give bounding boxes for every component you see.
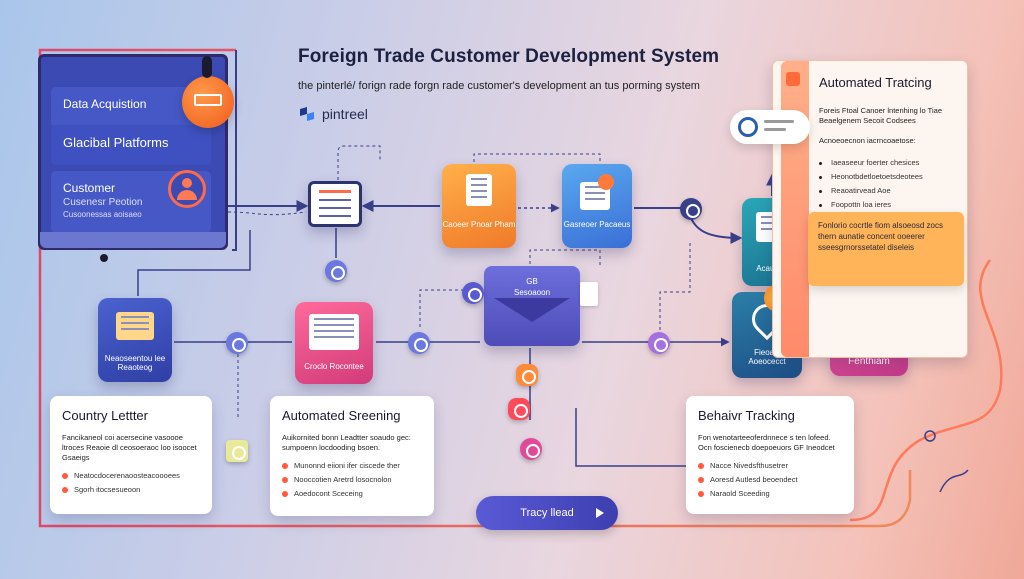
clipboard-icon bbox=[466, 174, 492, 206]
monitor-stand bbox=[40, 232, 226, 248]
global-platforms-item[interactable]: Glacibal Platforms bbox=[51, 125, 211, 165]
behavior-tracking-title: Behaivr Tracking bbox=[698, 408, 795, 423]
automated-tracing-title: Automated Tratcing bbox=[819, 75, 932, 90]
country-letter-title: Country Lettter bbox=[62, 408, 148, 423]
badge-icon bbox=[598, 174, 614, 190]
list-item: Iaeaseeur foerter chesices bbox=[819, 156, 955, 170]
node-right-top[interactable] bbox=[680, 198, 702, 220]
dot-marker bbox=[100, 254, 108, 262]
list-item: Naraold Sceeding bbox=[698, 487, 842, 501]
node-red[interactable] bbox=[508, 398, 530, 420]
envelope-tile[interactable]: GB Sesoaoon bbox=[484, 266, 580, 346]
node-envelope-top[interactable] bbox=[462, 282, 484, 304]
node-row-1[interactable] bbox=[226, 332, 248, 354]
list-item: Foopottn loa ieres bbox=[819, 198, 955, 212]
list-item: Neatocdocerenaoosteacoooees bbox=[62, 469, 200, 483]
list-item: Nooccotien Aretrd losocnolon bbox=[282, 473, 422, 487]
automated-screening-body: Auikornited bonn Leadtter soaudo gec: su… bbox=[282, 433, 411, 452]
card-icon-orange bbox=[786, 72, 800, 86]
page-title: Foreign Trade Customer Development Syste… bbox=[298, 46, 720, 67]
customer-label: Customer bbox=[63, 181, 116, 195]
node-orange[interactable] bbox=[516, 364, 538, 386]
search-icon bbox=[738, 117, 758, 137]
newsletter-label: Neaoseentou lee Reaoteog bbox=[104, 354, 166, 372]
automated-screening-title: Automated Sreening bbox=[282, 408, 401, 423]
pin-icon bbox=[202, 56, 212, 78]
screen-icon bbox=[309, 314, 359, 350]
customer-profile-tile[interactable]: Caoeer Pnoar Pham bbox=[442, 164, 516, 248]
list-item: Munonnd eiioni ifer ciscede ther bbox=[282, 459, 422, 473]
envelope-top-label: GB bbox=[526, 277, 538, 286]
tracing-note: Fonlorio cocrtle fiom alsoeosd zocs ther… bbox=[808, 212, 964, 286]
contact-record-tile[interactable]: Croclo Rocontee bbox=[295, 302, 373, 384]
automated-tracing-sub: Acnoeoecnon iacrncoaetose: bbox=[819, 136, 916, 145]
customer-profile-label: Caoeer Pnoar Pham bbox=[442, 220, 516, 229]
node-doc-down[interactable] bbox=[325, 260, 347, 282]
behavior-tracking-body: Fon wenotarteeoferdnnece s ten lofeed. O… bbox=[698, 433, 835, 452]
list-item: Aoedocont Sceceing bbox=[282, 487, 422, 501]
customer-packages-label: Gasreoer Pacaeus bbox=[563, 220, 631, 229]
paper-icon bbox=[580, 282, 598, 306]
page-subtitle: the pinterlé/ forign rade forgn rade cus… bbox=[298, 80, 700, 92]
track-lead-label: Tracy llead bbox=[520, 507, 574, 519]
automated-screening-card: Automated Sreening Auikornited bonn Lead… bbox=[270, 396, 434, 516]
newsletter-icon bbox=[116, 312, 154, 340]
node-pink-down[interactable] bbox=[520, 438, 542, 460]
play-icon bbox=[596, 508, 604, 518]
list-item: Aoresd Autlesd beoendect bbox=[698, 473, 842, 487]
contact-record-label: Croclo Rocontee bbox=[304, 362, 364, 371]
node-triangle[interactable] bbox=[226, 440, 248, 462]
document-tile[interactable] bbox=[308, 181, 362, 227]
country-letter-card: Country Lettter Fancikaneol coi acerseci… bbox=[50, 396, 212, 514]
list-item: Reaoatirvead Aoe bbox=[819, 184, 955, 198]
customer-sub-label: Cusenesr Peotion bbox=[63, 197, 143, 208]
fitness-assessment-label: Fieoais Aoeocecct bbox=[748, 348, 786, 366]
list-item: Heonotbdetloetoetsdeotees bbox=[819, 170, 955, 184]
envelope-flap bbox=[494, 298, 570, 322]
node-row-3[interactable] bbox=[648, 332, 670, 354]
id-card-icon bbox=[182, 76, 234, 128]
brand-name: pintreel bbox=[322, 106, 368, 122]
customer-packages-tile[interactable]: Gasreoer Pacaeus bbox=[562, 164, 632, 248]
node-row-2[interactable] bbox=[408, 332, 430, 354]
brand: pintreel bbox=[298, 105, 368, 123]
list-item: Sgorh itocsesueoon bbox=[62, 483, 200, 497]
user-icon bbox=[168, 170, 206, 208]
behavior-tracking-card: Behaivr Tracking Fon wenotarteeoferdnnec… bbox=[686, 396, 854, 514]
platform-label: Fenthiam bbox=[848, 356, 890, 367]
automated-tracing-card: Automated Tratcing Foreis Ftoal Canoer l… bbox=[772, 60, 968, 358]
search-pill[interactable] bbox=[730, 110, 810, 144]
customer-small-label: Cusoonessas aoisaeo bbox=[63, 210, 142, 219]
envelope-sub-label: Sesoaoon bbox=[513, 288, 551, 297]
track-lead-button[interactable]: Tracy llead bbox=[476, 496, 618, 530]
country-letter-body: Fancikaneol coi acersecine vasoooe ltroc… bbox=[62, 433, 197, 462]
brand-logo-icon bbox=[300, 107, 314, 121]
newsletter-tile[interactable]: Neaoseentou lee Reaoteog bbox=[98, 298, 172, 382]
automated-tracing-body: Foreis Ftoal Canoer lntenhing lo Tiae Be… bbox=[819, 106, 942, 125]
list-item: Nacce Nivedsfthusetrer bbox=[698, 459, 842, 473]
